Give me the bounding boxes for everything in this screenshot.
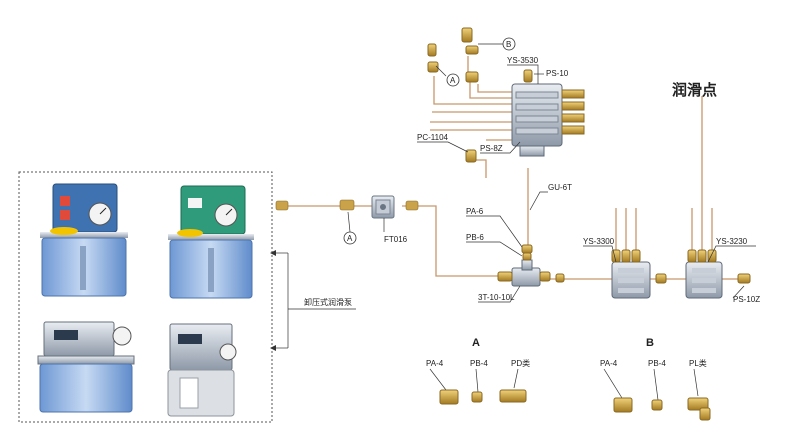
leader-ps10z xyxy=(732,285,745,299)
fitting-tee-right xyxy=(555,273,565,283)
label-3t-10-10l: 3T-10-10L xyxy=(478,293,515,302)
group-a-leader-1 xyxy=(429,368,447,391)
marker-a-filter-label: A xyxy=(347,234,353,243)
ys3300-outlet-fitting xyxy=(655,273,667,284)
label-ft016: FT016 xyxy=(384,235,408,244)
label-gu6t: GU-6T xyxy=(548,183,572,192)
group-a-part-pd xyxy=(499,389,527,403)
filter-outlet-fitting xyxy=(405,200,419,211)
label-ys3230: YS-3230 xyxy=(716,237,748,246)
fitting-ps10z xyxy=(737,273,751,284)
label-ys3300: YS-3300 xyxy=(583,237,615,246)
group-a-item-3: PD类 xyxy=(511,358,530,368)
tube-outlet-1 xyxy=(433,76,512,105)
tube-outlet-8 xyxy=(472,159,487,178)
marker-a-top xyxy=(446,73,460,87)
fitting-pc1104 xyxy=(465,149,477,163)
pump-panel-frame xyxy=(18,171,273,423)
pump-caption: 卸压式润滑泵 xyxy=(304,297,352,307)
fitting-pb6 xyxy=(522,252,532,261)
distributor-ys3230 xyxy=(685,249,723,299)
leader-gu6t xyxy=(529,191,548,211)
inlet-fitting xyxy=(275,200,289,211)
group-b-title: B xyxy=(646,337,654,349)
outlet-fitting-1 xyxy=(427,43,437,57)
pump-image-3 xyxy=(37,321,135,413)
group-b-part-pa4 xyxy=(613,397,633,413)
outlet-fitting-5 xyxy=(465,71,479,83)
label-ps10: PS-10 xyxy=(546,69,569,78)
group-a-item-1: PA-4 xyxy=(426,359,444,368)
group-a-title: A xyxy=(472,337,480,349)
leader-pa6 xyxy=(466,215,523,248)
leader-ys3530 xyxy=(507,64,539,84)
filter-ft016 xyxy=(371,195,395,219)
marker-a-top-label: A xyxy=(450,76,456,85)
fitting-ps10 xyxy=(523,69,533,83)
leader-pc1104 xyxy=(417,141,469,153)
outlet-fitting-4 xyxy=(465,45,479,55)
filter-inlet-fitting xyxy=(339,199,355,211)
marker-a-top-leader xyxy=(435,65,447,77)
group-a-item-2: PB-4 xyxy=(470,359,488,368)
pump-image-1 xyxy=(40,183,128,297)
group-b-leader-1 xyxy=(603,368,623,399)
label-pb6: PB-6 xyxy=(466,233,484,242)
group-a-leader-3 xyxy=(513,368,519,389)
label-ps8z: PS-8Z xyxy=(480,144,503,153)
distributor-ys3530 xyxy=(511,83,585,157)
label-ys3530: YS-3530 xyxy=(507,56,539,65)
group-b-leader-2 xyxy=(653,368,659,401)
leader-ys3300 xyxy=(583,245,617,263)
distributor-ys3300 xyxy=(611,249,651,299)
group-a-leader-2 xyxy=(475,368,479,393)
leader-ps8z xyxy=(480,141,521,154)
group-a-part-pa4 xyxy=(439,389,459,405)
marker-a-filter-leader xyxy=(347,211,351,233)
outlet-fitting-2 xyxy=(427,61,439,73)
group-b-part-pb4 xyxy=(651,399,663,411)
group-b-leader-3 xyxy=(693,368,699,397)
leader-ys3230 xyxy=(707,245,756,263)
pump-image-4 xyxy=(167,323,237,417)
outlet-fitting-3 xyxy=(461,27,473,43)
group-b-item-2: PB-4 xyxy=(648,359,666,368)
group-a-part-pb4 xyxy=(471,391,483,403)
marker-b-top-label: B xyxy=(506,40,511,49)
label-ps10z: PS-10Z xyxy=(733,295,760,304)
tube-filter-to-tee xyxy=(402,205,498,277)
fitting-pa6 xyxy=(521,244,533,254)
tube-outlet-4 xyxy=(477,84,512,93)
label-pa6: PA-6 xyxy=(466,207,484,216)
lube-point-title: 润滑点 xyxy=(672,81,717,99)
tee-3t-10-10l xyxy=(497,259,551,287)
group-b-item-1: PA-4 xyxy=(600,359,618,368)
leader-3t-10-10l xyxy=(478,285,521,303)
pump-arrowhead-top xyxy=(270,250,276,256)
group-b-item-3: PL类 xyxy=(689,358,707,368)
pump-image-2 xyxy=(168,185,254,299)
label-pc1104: PC-1104 xyxy=(417,133,449,142)
pump-arrowhead-bottom xyxy=(270,345,276,351)
leader-pb6 xyxy=(466,241,523,257)
group-b-part-pl xyxy=(687,397,711,421)
